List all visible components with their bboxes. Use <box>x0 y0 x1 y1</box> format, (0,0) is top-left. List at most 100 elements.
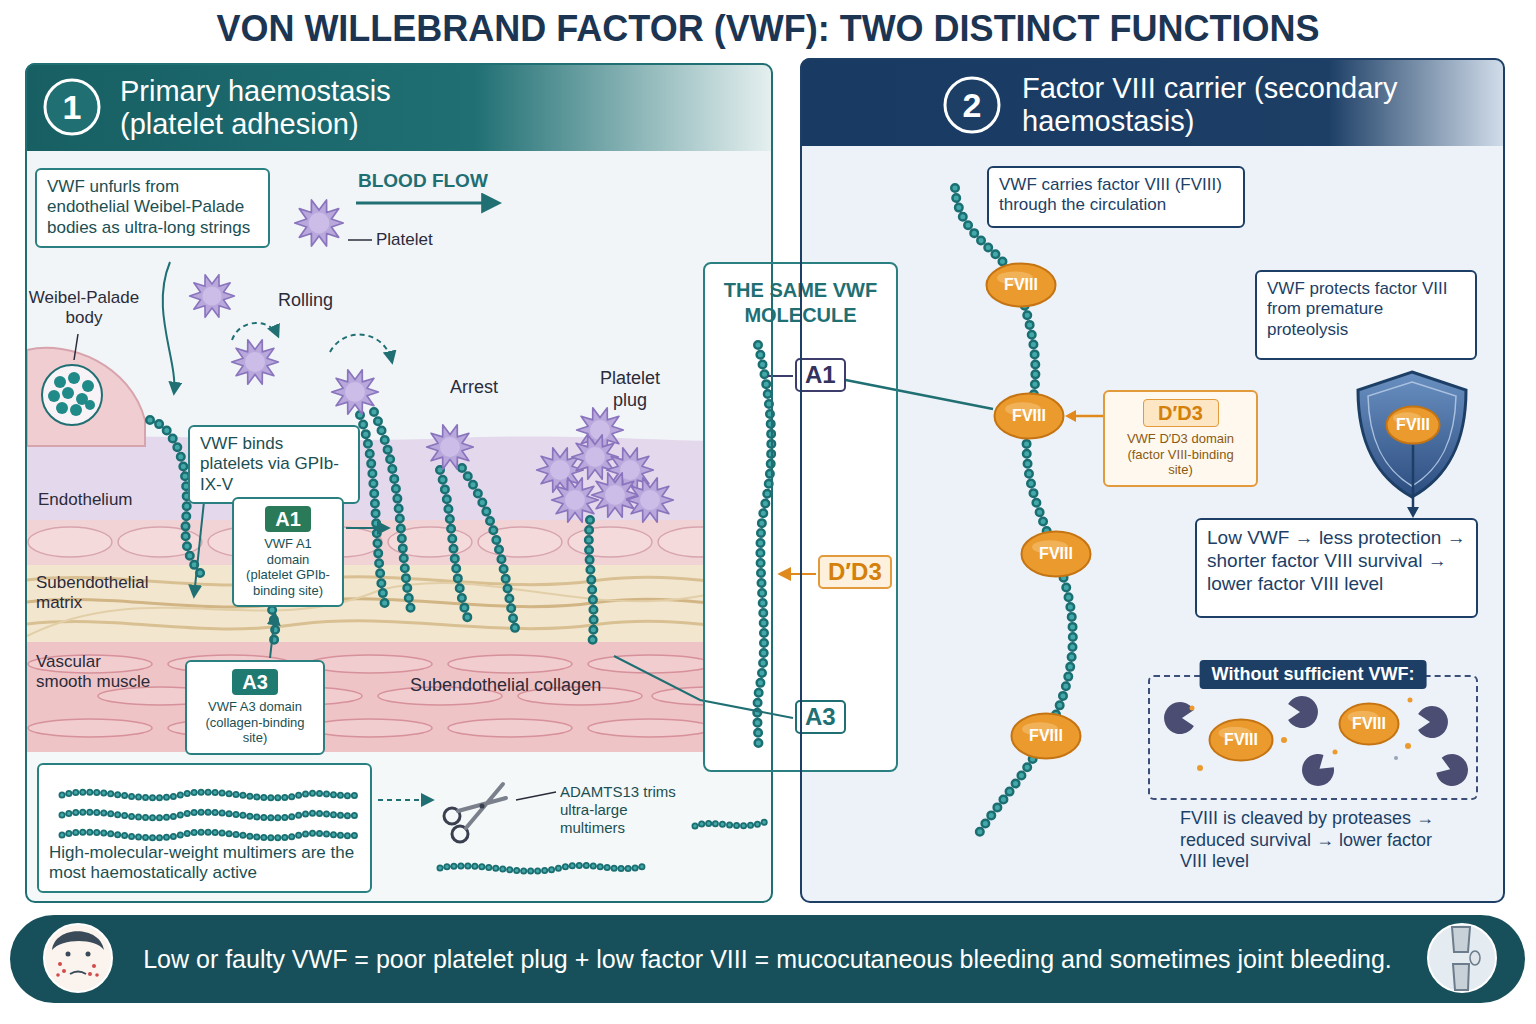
face-icon <box>58 962 62 966</box>
fviii-ellipse <box>1022 532 1091 577</box>
multimer-chain <box>62 792 358 798</box>
weibel-palade-body <box>85 400 95 410</box>
vessel-wall <box>27 621 771 629</box>
panel-ground <box>25 63 773 151</box>
node-text: VWF carries factor VIII (FVIII) through … <box>999 175 1233 216</box>
weibel-palade-body <box>68 372 80 384</box>
flow-arrow <box>330 335 392 362</box>
fviii-oval: FVIII <box>1020 530 1092 578</box>
face-icon <box>70 972 86 975</box>
weibel-palade-body <box>54 376 66 388</box>
node-text: FVIII <box>1004 276 1038 294</box>
domain-box: A3VWF A3 domain (collagen-binding site) <box>185 660 325 755</box>
connector-line <box>846 380 993 409</box>
platelet <box>232 340 279 384</box>
node-text: Primary haemostasis (platelet adhesion) <box>120 75 460 142</box>
fvii-fragment <box>1405 743 1411 749</box>
face-icon <box>44 924 112 992</box>
face-icon <box>92 964 96 968</box>
vwf-string <box>589 520 594 645</box>
connector <box>1065 410 1103 422</box>
fviii-oval: FVIII <box>1208 718 1274 762</box>
fviii-oval: FVIII <box>993 392 1065 440</box>
vwf-string <box>757 345 771 748</box>
annotation-label: FVIII is cleaved by proteases → reduced … <box>1180 808 1440 873</box>
leader-line <box>516 792 556 800</box>
callout-box: VWF unfurls from endothelial Weibel-Pala… <box>35 168 270 248</box>
knee-icon <box>1453 964 1469 990</box>
fviii-ellipse <box>1340 704 1399 745</box>
vwf-string <box>374 412 412 615</box>
callout-box: Low VWF → less protection → shorter fact… <box>1195 518 1478 618</box>
node-text: D′D3 <box>828 558 882 586</box>
node-text: Factor VIII carrier (secondary haemostas… <box>1022 72 1402 139</box>
weibel-palade-body <box>56 402 68 414</box>
protease <box>1288 696 1318 728</box>
panel-ground <box>25 63 773 903</box>
fvii-fragment <box>1281 737 1287 743</box>
weibel-palade-body <box>48 390 60 402</box>
flow-arrow <box>232 203 498 362</box>
vwf-string <box>757 345 771 748</box>
annotation-label: Subendothelial matrix <box>36 573 166 614</box>
knee-icon <box>1452 927 1470 952</box>
protease <box>1164 702 1194 734</box>
knee-icon <box>1428 924 1496 992</box>
vessel-wall <box>568 527 652 557</box>
node-text: 2 <box>963 86 982 125</box>
vessel-wall <box>308 719 432 737</box>
face-icon <box>62 969 66 973</box>
multimer-chain <box>62 832 358 838</box>
scissors <box>480 804 485 809</box>
domain-box: A1VWF A1 domain (platelet GPIb-binding s… <box>232 497 344 607</box>
flow-arrow <box>232 323 278 340</box>
weibel-palade-body <box>27 348 145 446</box>
node-text: VWF unfurls from endothelial Weibel-Pala… <box>47 177 258 238</box>
node-text: FVIII <box>1352 715 1386 733</box>
leader-line <box>74 240 556 800</box>
leader-line <box>270 614 275 658</box>
platelet <box>332 370 379 414</box>
vessel-wall <box>27 565 771 642</box>
connector-line <box>1076 415 1103 418</box>
vessel-wall <box>448 655 572 673</box>
fviii-ellipse <box>987 264 1056 307</box>
platelet <box>190 275 235 318</box>
node-text: VWF A3 domain (collagen-binding site) <box>197 699 313 746</box>
flow-arrow <box>356 202 498 205</box>
node-text: VWF protects factor VIII from premature … <box>1267 279 1465 340</box>
number-badge: 1 <box>43 78 101 136</box>
number-badge: 2 <box>943 76 1001 134</box>
leader-line <box>614 376 816 718</box>
multimer-chain <box>62 812 358 818</box>
multimer-chain <box>62 812 358 818</box>
leader-line <box>780 573 816 575</box>
node-text: 1 <box>63 88 82 127</box>
scissors <box>444 784 506 842</box>
callout-box: VWF binds platelets via GPIb-IX-V <box>188 425 360 504</box>
annotation-label: Weibel-Palade body <box>24 288 144 329</box>
scissors <box>458 784 506 828</box>
multimer-chain <box>62 792 358 798</box>
fvii-fragment <box>1333 750 1338 755</box>
platelet <box>552 478 599 522</box>
summary-band <box>10 915 1525 1003</box>
face-icon <box>86 952 91 957</box>
panel: Factor VIII carrier (secondary haemostas… <box>800 58 1505 903</box>
connector <box>1407 445 1419 518</box>
leader-line <box>74 334 78 360</box>
knee-icon <box>1470 951 1480 965</box>
face-icon <box>56 973 60 977</box>
domain-box: D′D3VWF D′D3 domain (factor VIII-binding… <box>1103 390 1258 487</box>
node-text: FVIII <box>1029 727 1063 745</box>
face-icon <box>88 972 92 976</box>
node-text: A3 <box>805 703 836 731</box>
annotation-label: ADAMTS13 trims ultra-large multimers <box>560 783 688 837</box>
vessel-wall <box>27 151 771 752</box>
platelet <box>592 473 639 517</box>
callout-box: VWF protects factor VIII from premature … <box>1255 270 1477 360</box>
annotation-label: Endothelium <box>38 490 133 510</box>
fviii-ellipse <box>1210 720 1273 761</box>
node-heading: A3 <box>232 669 278 695</box>
vessel-wall <box>448 719 572 737</box>
